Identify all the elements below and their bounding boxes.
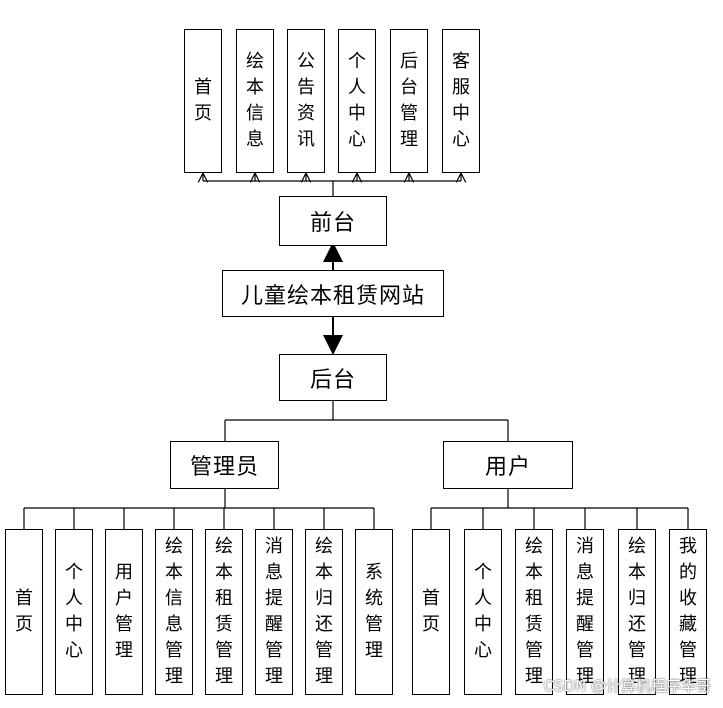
backend-node: 后台: [279, 354, 387, 401]
user-item-message-reminder-management: 消息提醒管理: [566, 529, 604, 695]
top-item-picturebook-info: 绘本信息: [236, 29, 274, 173]
admin-item-home: 首页: [5, 529, 43, 695]
user-node: 用户: [443, 441, 573, 489]
admin-node: 管理员: [170, 441, 279, 489]
user-item-home: 首页: [412, 529, 450, 695]
user-item-favorites-management: 我的收藏管理: [669, 529, 707, 695]
user-item-book-return-management: 绘本归还管理: [618, 529, 656, 695]
user-item-personal-center: 个人中心: [464, 529, 502, 695]
csdn-watermark: CSDN @计算机程序华哥: [543, 677, 711, 695]
user-item-book-rental-management: 绘本租赁管理: [515, 529, 553, 695]
admin-item-book-rental-management: 绘本租赁管理: [205, 529, 243, 695]
top-item-personal-center: 个人中心: [338, 29, 376, 173]
top-item-home: 首页: [184, 29, 222, 173]
root-node: 儿童绘本租赁网站: [222, 270, 444, 317]
frontend-node: 前台: [279, 196, 387, 246]
admin-item-book-info-management: 绘本信息管理: [155, 529, 193, 695]
user-label: 用户: [484, 455, 531, 480]
admin-item-message-reminder-management: 消息提醒管理: [255, 529, 293, 695]
backend-label: 后台: [309, 367, 356, 393]
root-label: 儿童绘本租赁网站: [240, 283, 425, 309]
admin-item-system-management: 系统管理: [355, 529, 393, 695]
frontend-label: 前台: [309, 211, 356, 236]
top-item-announcements: 公告资讯: [287, 29, 325, 173]
admin-label: 管理员: [189, 455, 259, 480]
top-item-customer-service: 客服中心: [442, 29, 480, 173]
admin-item-personal-center: 个人中心: [55, 529, 93, 695]
top-item-backend-admin: 后台管理: [390, 29, 428, 173]
admin-item-book-return-management: 绘本归还管理: [305, 529, 343, 695]
admin-item-user-management: 用户管理: [105, 529, 143, 695]
